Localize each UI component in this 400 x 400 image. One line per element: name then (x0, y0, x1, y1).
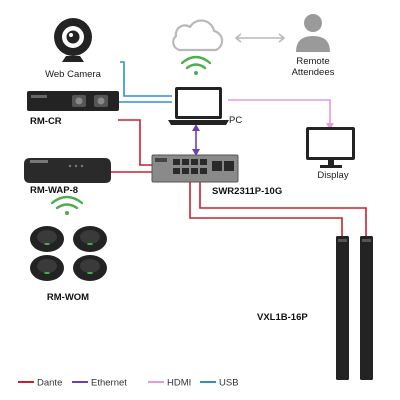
dante-line-switch-vxl-right (199, 182, 367, 238)
microphone-icon (30, 226, 64, 252)
remote-attendees-label-line1: Remote (296, 56, 329, 67)
ethernet-arrow-down (192, 149, 200, 156)
rm-wom-label: RM-WOM (47, 292, 89, 303)
rm-wom-microphones-icon (30, 226, 107, 281)
line-array-speaker-icon-left (336, 236, 349, 380)
rm-cr-device-icon (27, 91, 119, 111)
legend-label-usb: USB (219, 378, 239, 389)
rm-cr-label: RM-CR (30, 116, 62, 127)
rm-wap-8-device-icon (24, 158, 111, 183)
switch-label: SWR2311P-10G (212, 186, 282, 197)
microphone-icon (73, 226, 107, 252)
legend-label-hdmi: HDMI (167, 378, 191, 389)
dante-line-switch-vxl-left (189, 182, 343, 240)
wireless-icon-pc (180, 55, 212, 75)
network-switch-icon (151, 154, 239, 183)
legend-label-dante: Dante (37, 378, 62, 389)
web-camera-label: Web Camera (45, 69, 102, 80)
laptop-icon (168, 87, 229, 125)
hdmi-line-pc-display (228, 99, 331, 124)
usb-line-webcam-pc (120, 61, 172, 97)
legend-label-ethernet: Ethernet (91, 378, 127, 389)
microphone-icon (73, 255, 107, 281)
pc-label: PC (229, 115, 242, 126)
microphone-icon (30, 255, 64, 281)
remote-attendees-label-line2: Attendees (292, 67, 335, 78)
rm-wap-8-label: RM-WAP-8 (30, 185, 78, 196)
person-icon (296, 14, 330, 52)
dante-line-rmcr-switch (118, 119, 152, 166)
wireless-icon-mics (50, 195, 84, 215)
ethernet-arrow-up (192, 124, 200, 131)
display-label: Display (317, 170, 348, 181)
connections (110, 61, 367, 240)
display-monitor-icon (306, 127, 355, 168)
bidirectional-arrow-icon (234, 33, 286, 43)
vxl1b-16p-label: VXL1B-16P (257, 312, 308, 323)
line-array-speaker-icon-right (360, 236, 373, 380)
cloud-icon (172, 19, 224, 52)
hdmi-arrow (326, 123, 334, 130)
web-camera-icon (54, 18, 92, 62)
legend: Dante Ethernet HDMI USB (18, 378, 239, 389)
